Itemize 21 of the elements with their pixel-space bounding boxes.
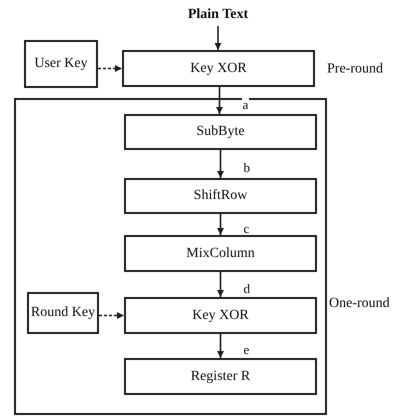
key-box: Round Key [27, 292, 99, 334]
edge-label: a [242, 98, 250, 110]
edge-label: b [242, 161, 251, 174]
process-box: ShiftRow [124, 178, 317, 214]
register-box: Register R [124, 358, 317, 395]
arrow [214, 26, 222, 50]
arrow [216, 87, 223, 114]
input-label: Plain Text [188, 7, 248, 23]
stage-label: Pre-round [327, 60, 383, 76]
key-box: User Key [24, 40, 98, 88]
arrow [217, 272, 224, 297]
arrow [217, 214, 224, 235]
process-box: MixColumn [124, 235, 317, 272]
edge-label: d [242, 282, 251, 294]
process-box: SubByte [124, 114, 317, 150]
arrow [98, 65, 122, 72]
process-box: Key XOR [124, 297, 317, 334]
arrow [217, 334, 224, 358]
arrow [217, 150, 224, 178]
arrow [99, 312, 124, 319]
group-heading: One-round [329, 296, 390, 312]
